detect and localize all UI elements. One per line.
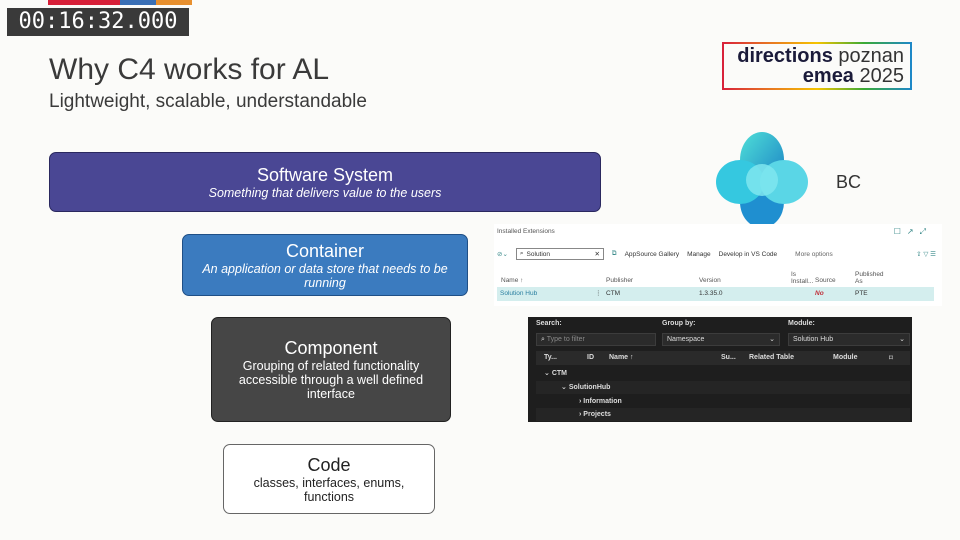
chevron-down-icon: ⌄ — [561, 384, 567, 391]
extensions-header-row: Name ↑ Publisher Version Is Install... S… — [497, 271, 936, 285]
explorer-search-input[interactable]: ⌕ Type to filter — [536, 333, 656, 346]
filter-icon[interactable]: ⊘⌄ — [497, 251, 508, 258]
box-description: Grouping of related functionality access… — [238, 359, 424, 401]
tree-item-solutionhub[interactable]: ⌄ SolutionHub — [536, 381, 910, 394]
col-module[interactable]: Module — [833, 354, 858, 361]
software-system-box: Software System Something that delivers … — [49, 152, 601, 212]
component-box: Component Grouping of related functional… — [211, 317, 451, 422]
search-icon: ⌕ — [541, 336, 547, 343]
chevron-down-icon: ⌄ — [544, 370, 550, 377]
col-type[interactable]: Ty... — [544, 354, 557, 361]
row-name[interactable]: Solution Hub — [500, 290, 538, 297]
bc-label: BC — [836, 172, 862, 192]
col-version[interactable]: Version — [699, 277, 721, 284]
chevron-down-icon: ⌄ — [769, 336, 775, 343]
col-publisher[interactable]: Publisher — [606, 277, 634, 284]
slide-subtitle: Lightweight, scalable, understandable — [49, 91, 367, 112]
col-name[interactable]: Name ↑ — [501, 277, 524, 284]
col-id[interactable]: ID — [587, 354, 594, 361]
panel-window-icons[interactable]: ☐↗⤢ — [893, 227, 932, 236]
module-label: Module: — [788, 320, 815, 327]
row-version: 1.3.35.0 — [699, 290, 723, 297]
clear-icon[interactable]: ✕ — [594, 251, 600, 258]
chevron-right-icon: › — [579, 411, 582, 418]
module-select[interactable]: Solution Hub⌄ — [788, 333, 910, 346]
box-title: Software System — [256, 164, 394, 185]
business-central-icon — [716, 132, 808, 228]
copy-icon[interactable]: ⧉ — [611, 250, 617, 257]
bookmark-icon[interactable]: ⌑ — [889, 355, 893, 362]
code-box: Code classes, interfaces, enums, functio… — [223, 444, 435, 514]
more-options-button[interactable]: More options — [795, 250, 833, 258]
slide-title: Why C4 works for AL — [49, 53, 330, 86]
top-accent-bar — [48, 0, 192, 5]
row-menu-icon[interactable]: ⋮ — [595, 290, 602, 297]
chevron-right-icon: › — [579, 398, 582, 405]
directions-emea-logo: directions poznan emea 2025 — [722, 42, 912, 90]
col-subtype[interactable]: Su... — [721, 354, 736, 361]
col-related-table[interactable]: Related Table — [749, 354, 794, 361]
extensions-search-input[interactable]: ⌕ Solution ✕ — [515, 248, 604, 260]
box-description: Something that delivers value to the use… — [208, 185, 442, 200]
box-description: classes, interfaces, enums, functions — [253, 475, 405, 504]
col-installed[interactable]: Is Install... — [791, 271, 814, 285]
tree-item-ctm[interactable]: ⌄ CTM — [536, 367, 910, 380]
row-source: No — [815, 290, 824, 297]
row-published-as: PTE — [855, 290, 868, 297]
table-row[interactable]: Solution Hub ⋮ CTM 1.3.35.0 No PTE — [497, 287, 934, 301]
share-icon[interactable]: ⇪ ▽ ☰ — [916, 251, 936, 258]
al-explorer-panel: Search: ⌕ Type to filter Group by: Names… — [528, 317, 912, 422]
row-publisher: CTM — [606, 290, 621, 297]
box-title: Container — [285, 240, 365, 261]
installed-extensions-panel: Installed Extensions ☐↗⤢ ⊘⌄ ⌕ Solution ✕… — [494, 224, 942, 306]
groupby-label: Group by: — [662, 320, 696, 327]
container-box: Container An application or data store t… — [182, 234, 468, 296]
extensions-toolbar: ⊘⌄ ⌕ Solution ✕ ⧉ AppSource Gallery Mana… — [497, 246, 936, 262]
search-icon: ⌕ — [519, 250, 524, 257]
tree-item-projects[interactable]: › Projects — [536, 408, 910, 421]
box-description: An application or data store that needs … — [202, 261, 448, 290]
panel-caption: Installed Extensions — [497, 228, 555, 235]
chevron-down-icon: ⌄ — [899, 336, 905, 343]
col-source[interactable]: Source — [815, 277, 836, 284]
tree-item-information[interactable]: › Information — [536, 395, 910, 408]
col-published-as[interactable]: Published As — [855, 271, 884, 285]
manage-button[interactable]: Manage — [687, 250, 711, 258]
search-label: Search: — [536, 320, 562, 327]
timestamp-overlay: 00:16:32.000 — [7, 8, 189, 36]
box-title: Component — [284, 338, 378, 358]
box-title: Code — [307, 454, 351, 475]
explorer-header-row: Ty... ID Name ↑ Su... Related Table Modu… — [536, 351, 910, 365]
col-name[interactable]: Name ↑ — [609, 354, 634, 361]
develop-vscode-button[interactable]: Develop in VS Code — [718, 250, 778, 258]
groupby-select[interactable]: Namespace⌄ — [662, 333, 780, 346]
appsource-gallery-button[interactable]: AppSource Gallery — [624, 250, 680, 258]
